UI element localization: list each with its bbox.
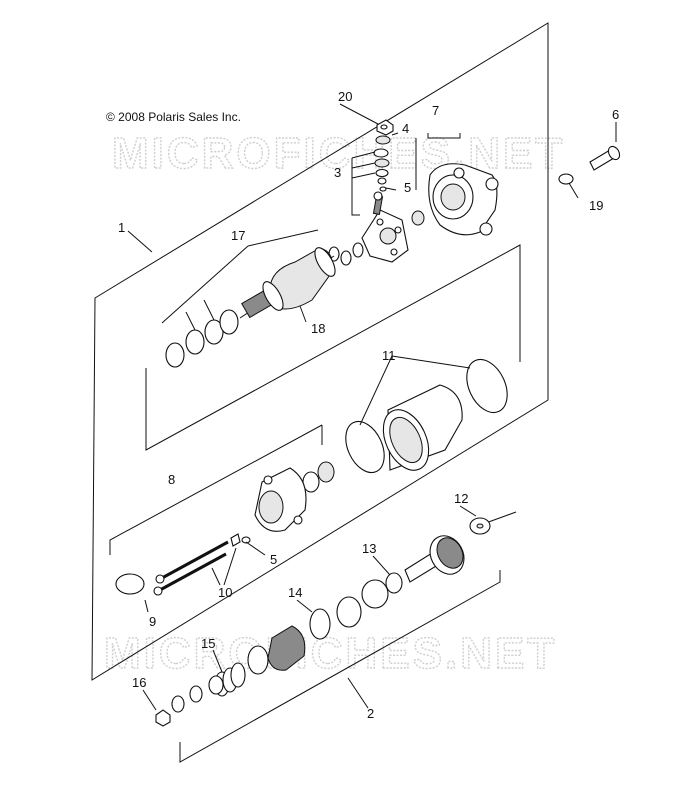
o-ring-14 [309,608,331,640]
through-bolts-10 [153,533,241,596]
callout-11: 11 [382,348,396,363]
callout-10: 10 [218,585,232,600]
callout-4: 4 [402,121,409,136]
leader-lines [127,103,617,711]
callout-20: 20 [338,89,352,104]
group-outline-armature [145,244,521,451]
watermark-top: MICROFICHES.NET [112,129,565,178]
armature-18 [239,247,336,319]
callout-3: 3 [334,165,341,180]
o-ring-5-lower [241,536,251,544]
brush-holder-plate [361,191,409,263]
group-outline-8-left [109,424,323,555]
nut-washer-stack-20 [373,119,394,192]
callout-19: 19 [589,198,603,213]
washer-19 [558,173,574,185]
callout-12: 12 [454,491,468,506]
armature-washers [328,242,364,266]
callout-6: 6 [612,107,619,122]
copyright-text: © 2008 Polaris Sales Inc. [106,110,241,124]
pinion-clutch [247,625,306,675]
nut-16 [155,709,171,727]
watermark-bottom: MICROFICHES.NET [104,629,557,678]
washer-12-hole [476,523,484,529]
callout-13: 13 [362,541,376,556]
callout-1: 1 [118,220,125,235]
callout-16: 16 [132,675,146,690]
through-bolt-6 [589,145,621,171]
snap-ring-13 [385,572,403,594]
callout-5-lower: 5 [270,552,277,567]
callout-18: 18 [311,321,325,336]
field-housing-11 [345,358,508,474]
callout-17: 17 [231,228,245,243]
drive-shaft-gear [404,535,465,583]
assembly-outline-1 [91,22,549,681]
drive-housing-8 [254,467,307,532]
armature-rear-washers [165,309,239,368]
group-outline-2 [179,570,501,763]
callout-7: 7 [432,103,439,118]
end-housing-7 [428,163,499,236]
retainer-plate [361,579,389,609]
washer-b [189,685,203,703]
callout-5-top: 5 [404,180,411,195]
stop-collar [336,596,362,628]
callout-2: 2 [367,706,374,721]
bushing [411,210,425,226]
callout-8: 8 [168,472,175,487]
bearing [317,461,335,483]
washer-a [208,675,224,695]
gasket-9 [115,573,145,595]
callout-9: 9 [149,614,156,629]
washer-c [171,695,185,713]
callout-14: 14 [288,585,302,600]
callout-15: 15 [201,636,215,651]
